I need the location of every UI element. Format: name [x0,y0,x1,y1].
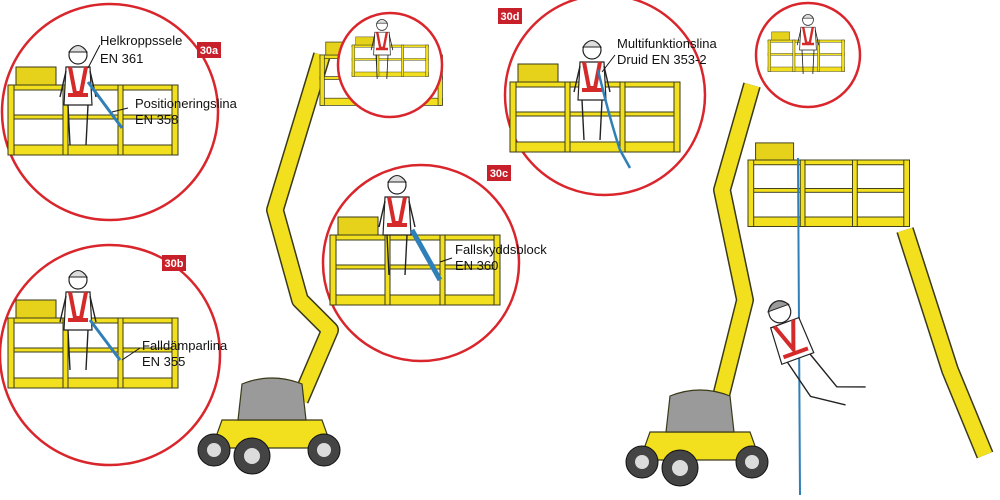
label-block-name: Fallskyddsblock [455,242,547,257]
tag-30a: 30a [200,45,219,57]
leader-line-absorber [121,347,141,361]
tag-30c: 30c [490,168,508,180]
detail-circle-30d: Multifunktionslina Druid EN 353-2 30d [498,0,717,197]
positioning-lanyard [86,81,124,129]
tag-30a-badge [197,42,221,58]
label-positioning-std: EN 358 [135,112,178,127]
tag-30b-badge [162,255,186,271]
label-absorber-name: Falldämparlina [142,338,228,353]
label-block-std: EN 360 [455,258,498,273]
leader-line-positioning [111,107,129,113]
tag-30d-badge [498,8,522,24]
detail-circle-30b: Falldämparlina EN 355 30b [0,243,228,467]
tag-30c-badge [487,165,511,181]
label-multi-std: Druid EN 353-2 [617,52,707,67]
label-positioning-name: Positioneringslina [135,96,238,111]
fall-arrest-block [409,228,443,282]
label-harness-name: Helkroppssele [100,33,182,48]
tag-30b: 30b [165,258,184,270]
leader-line-multi [601,54,616,73]
label-multi-name: Multifunktionslina [617,36,717,51]
absorber-lanyard [88,319,122,361]
detail-circle-30a: Helkroppssele EN 361 Positioneringslina … [0,2,238,222]
label-absorber-std: EN 355 [142,354,185,369]
boom-lift-left [197,41,443,475]
detail-circle-top-left-lift [336,11,444,119]
detail-circle-30c: Fallskyddsblock EN 360 30c [321,163,547,363]
multifunction-line [596,69,632,169]
leader-line-harness [87,44,101,69]
leader-line-block [439,257,453,263]
detail-circle-top-right-lift [754,1,862,109]
suspended-worker [767,300,866,406]
label-harness-std: EN 361 [100,51,143,66]
boom-lift-right [625,82,994,496]
tag-30d: 30d [501,11,520,23]
